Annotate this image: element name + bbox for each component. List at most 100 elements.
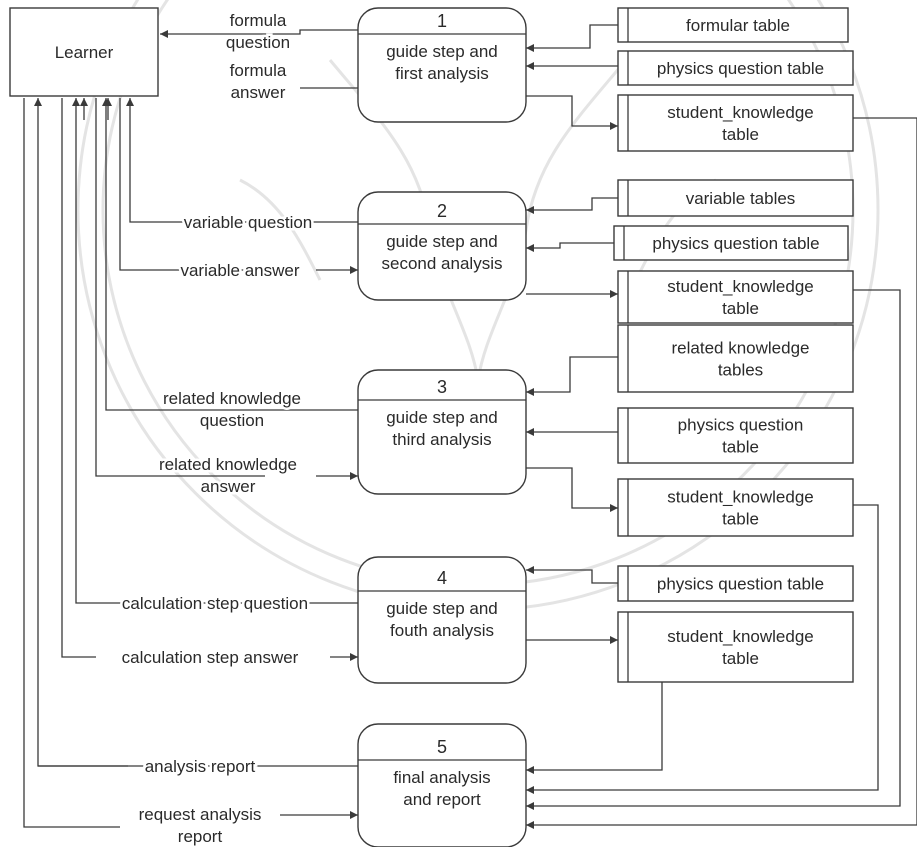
store-label-line: variable tables (686, 189, 796, 208)
store-box (617, 611, 854, 683)
process-4: 4 guide step and fouth analysis (357, 556, 527, 684)
store-label-line: student_knowledge (667, 103, 814, 122)
flow-line (526, 95, 618, 130)
data-store: related knowledge tables (617, 324, 854, 393)
flow-label-line: variable question (184, 213, 313, 232)
process-title-line: second analysis (382, 254, 503, 273)
process-title-line: guide step and (386, 232, 498, 251)
process-3: 3 guide step and third analysis (357, 369, 527, 495)
data-store: physics question table (617, 565, 854, 602)
flow-line (526, 504, 879, 794)
data-store: variable tables (617, 179, 854, 217)
store-label-line: physics question table (657, 59, 824, 78)
store-label-line: related knowledge (672, 339, 810, 358)
flow-label-line: question (226, 33, 290, 52)
store-box (617, 324, 854, 393)
flow-label: variable question (181, 211, 315, 235)
flow-line (526, 289, 901, 810)
process-number: 3 (437, 377, 447, 397)
process-number: 1 (437, 11, 447, 31)
store-box (617, 7, 849, 43)
flow-label-line: calculation step answer (122, 648, 299, 667)
store-label-line: table (722, 125, 759, 144)
store-label-line: table (722, 438, 759, 457)
flow-label: related knowledge question (161, 387, 304, 433)
store-label-line: table (722, 649, 759, 668)
process-2: 2 guide step and second analysis (357, 191, 527, 301)
process-title-line: and report (403, 790, 481, 809)
store-box (617, 50, 854, 86)
flow-label: request analysis report (136, 803, 264, 847)
flow-line (126, 98, 358, 223)
flow-label-line: formula (230, 11, 287, 30)
store-box (617, 94, 854, 152)
process-title-line: guide step and (386, 599, 498, 618)
store-box (617, 565, 854, 602)
flow-label-line: formula (230, 61, 287, 80)
store-box (617, 179, 854, 217)
process-number: 5 (437, 737, 447, 757)
process-box (357, 556, 527, 684)
process-title-line: guide step and (386, 408, 498, 427)
process-5: 5 final analysis and report (357, 723, 527, 847)
flow-label-line: related knowledge (163, 389, 301, 408)
flow-label: analysis report (142, 755, 258, 779)
learner-label: Learner (55, 43, 114, 62)
data-store: physics question table (617, 50, 854, 86)
store-label-line: table (722, 299, 759, 318)
flow-line (61, 98, 96, 658)
data-store: physics question table (617, 407, 854, 464)
flow-label: formula answer (227, 59, 289, 105)
store-box (617, 478, 854, 537)
store-label-line: student_knowledge (667, 277, 814, 296)
store-box (617, 270, 854, 324)
data-store: formular table (617, 7, 849, 43)
flow-label-line: answer (231, 83, 286, 102)
flow-line (72, 98, 358, 604)
process-title-line: final analysis (393, 768, 490, 787)
flow-label: formula question (223, 9, 292, 55)
store-label-line: physics question (678, 416, 804, 435)
flow-line (23, 98, 120, 828)
flow-label-line: calculation step question (122, 594, 308, 613)
flow-label-line: related knowledge (159, 455, 297, 474)
flow-label-line: analysis report (145, 757, 256, 776)
flow-line (526, 197, 618, 214)
process-number: 4 (437, 568, 447, 588)
process-box (357, 723, 527, 847)
flow-line (102, 98, 358, 411)
flow-line (95, 98, 265, 477)
store-box (613, 225, 849, 261)
learner-entity: Learner (9, 7, 159, 97)
flow-label: calculation step answer (119, 646, 301, 670)
flow-line (526, 682, 663, 774)
flow-line (526, 242, 614, 252)
process-title-line: fouth analysis (390, 621, 494, 640)
flow-line (526, 118, 917, 829)
data-store: physics question table (613, 225, 849, 261)
store-label-line: tables (718, 361, 763, 380)
flow-label: variable answer (178, 259, 302, 283)
process-number: 2 (437, 201, 447, 221)
process-title-line: third analysis (392, 430, 491, 449)
flow-line (526, 467, 618, 512)
store-box (617, 407, 854, 464)
flow-line (526, 24, 618, 52)
flow-label-line: question (200, 411, 264, 430)
process-title-line: first analysis (395, 64, 489, 83)
flow-label-line: request analysis (139, 805, 262, 824)
flow-label: calculation step question (119, 592, 310, 616)
flow-line (119, 98, 270, 271)
store-label-line: student_knowledge (667, 627, 814, 646)
store-label-line: physics question table (657, 575, 824, 594)
flow-label-line: report (178, 827, 223, 846)
store-label-line: formular table (686, 16, 790, 35)
